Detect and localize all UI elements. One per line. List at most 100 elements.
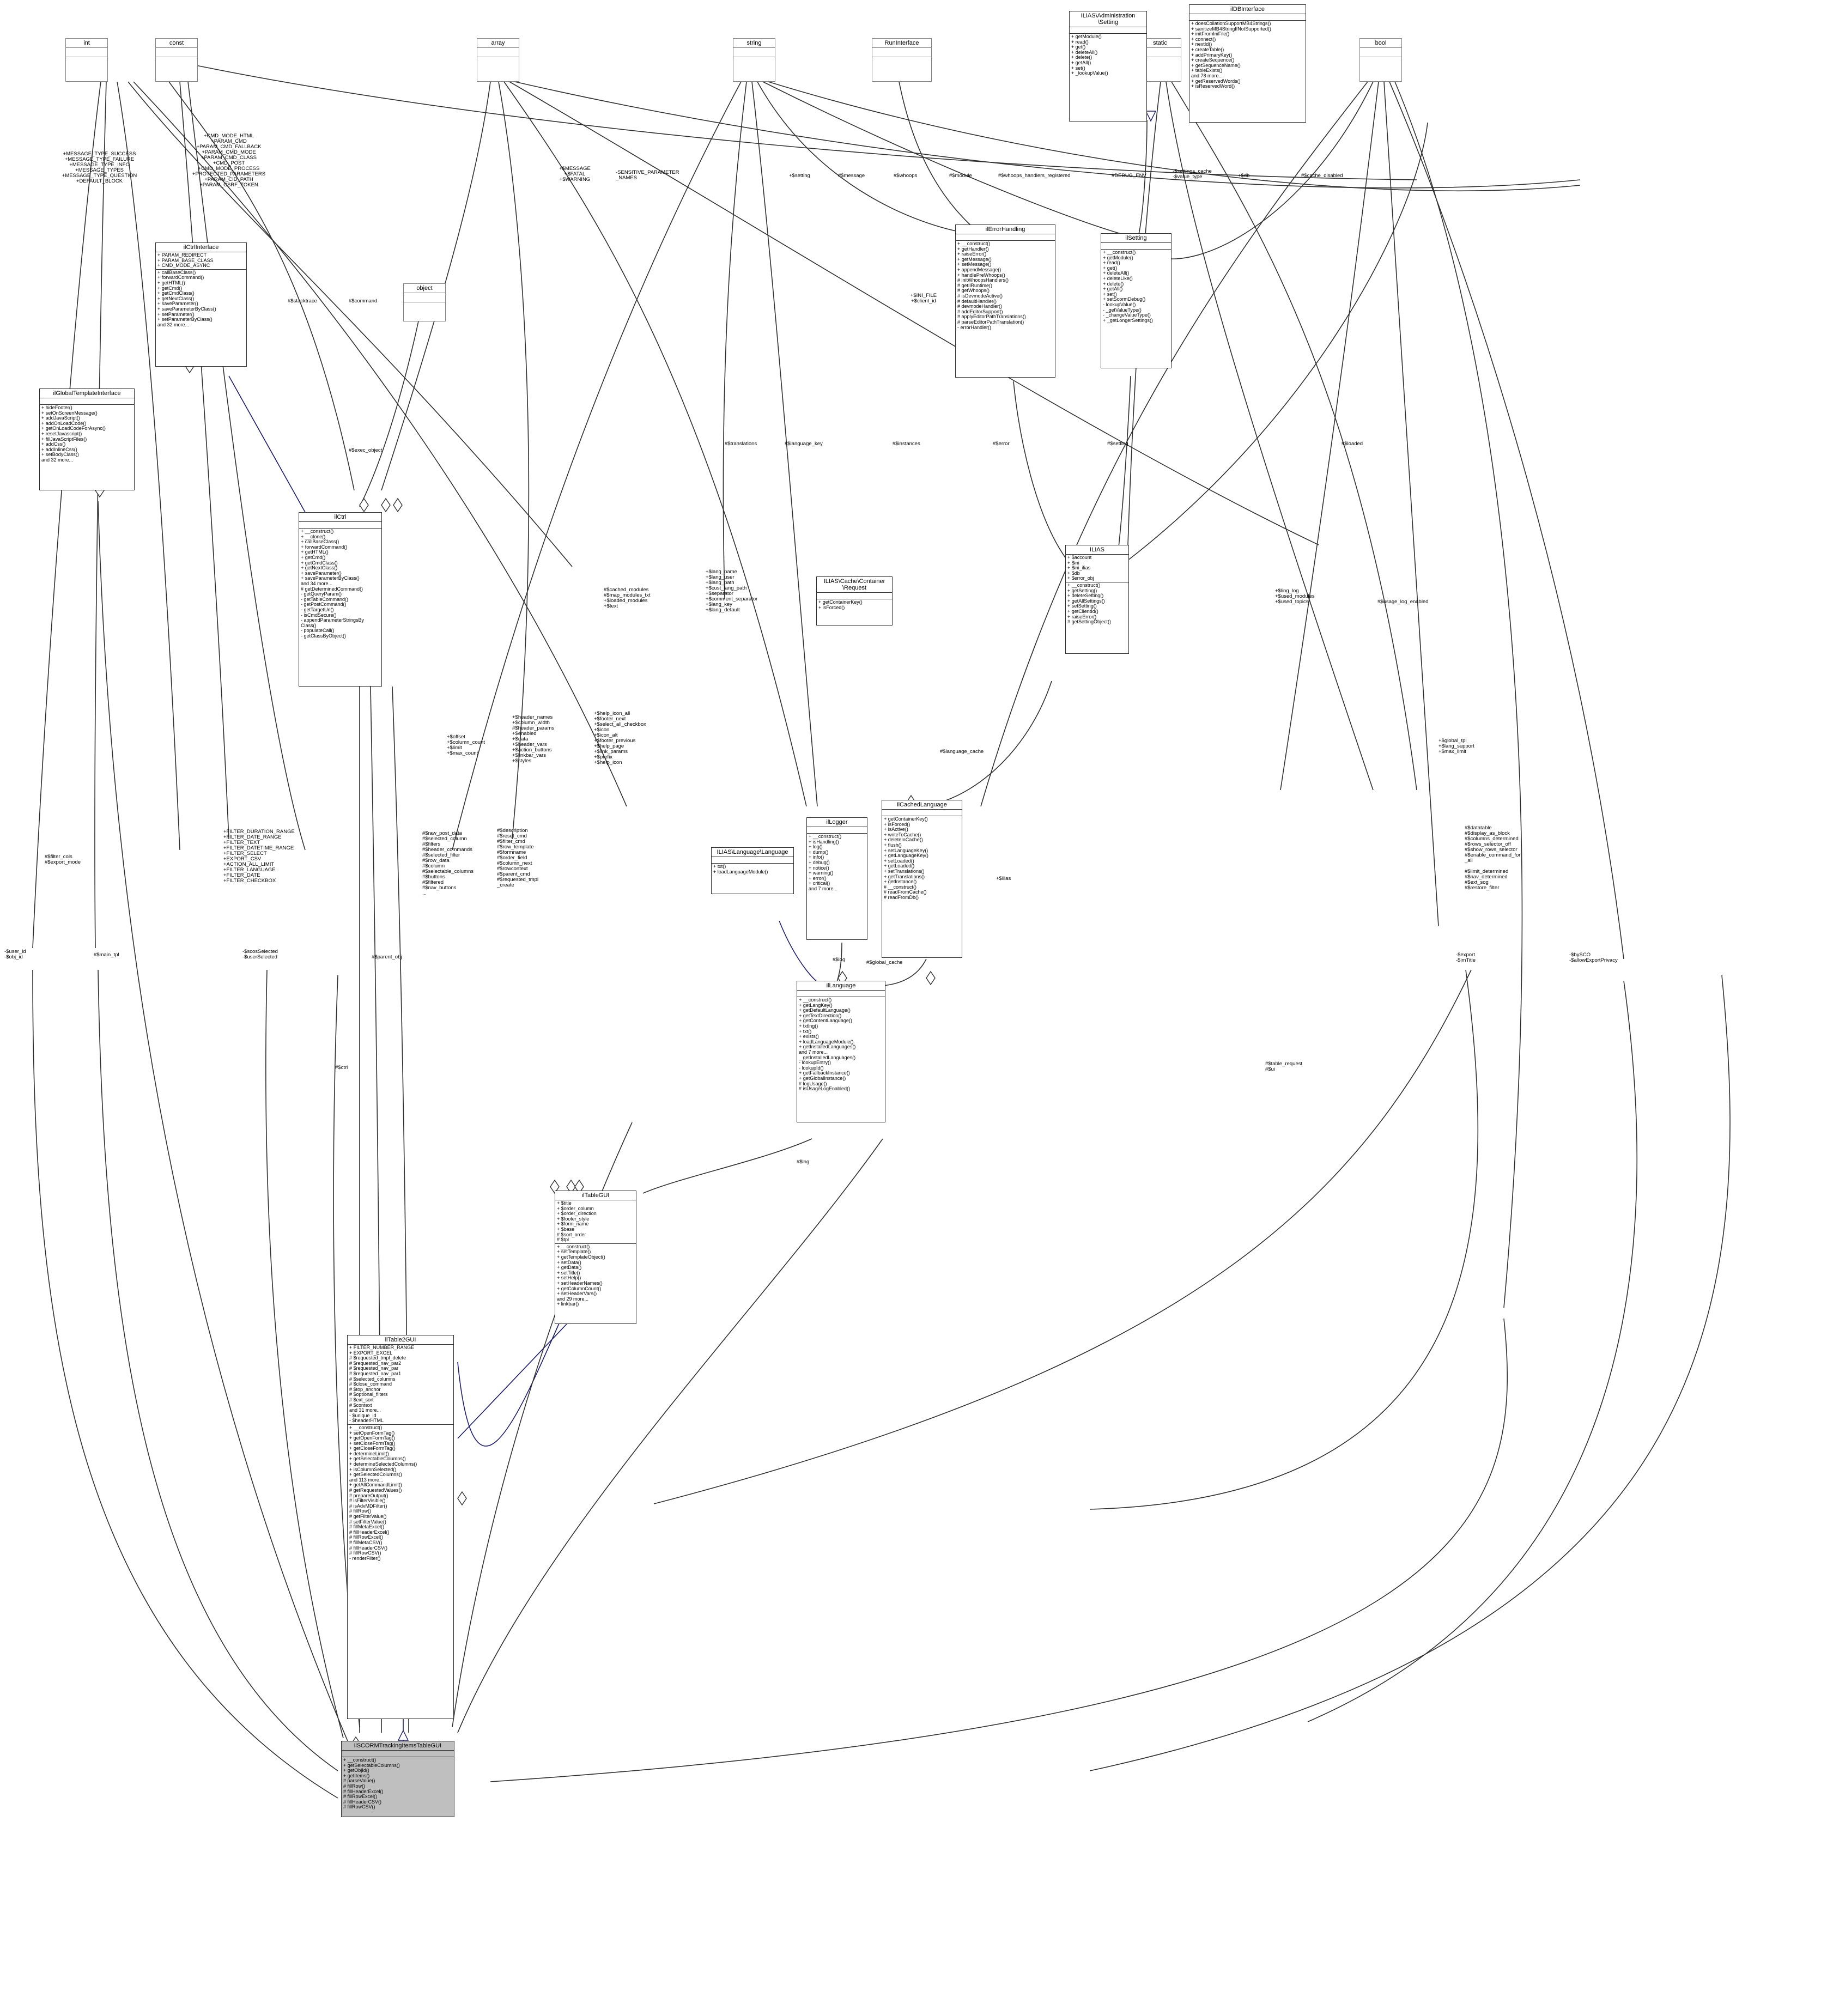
node-title: ilErrorHandling (956, 225, 1055, 234)
node-operations: + __construct() + getSelectableColumns()… (343, 1757, 400, 1810)
node-operations: + txt() + loadLanguageModule() (713, 864, 768, 875)
node-attributes (872, 48, 931, 57)
node-attributes (40, 398, 134, 405)
node-array: array (477, 38, 519, 82)
edge-label-debug-env: #DEBUG_ENV (1112, 173, 1146, 179)
node-title: ilCtrl (299, 513, 381, 522)
node-attributes: + FILTER_NUMBER_RANGE + EXPORT_EXCEL # $… (348, 1345, 453, 1425)
edge-label-instances: #$instances (893, 441, 920, 447)
node-operations: + getContainerKey() + isForced() (818, 599, 863, 610)
node-const: const (155, 38, 198, 82)
edge-label-lang-name: +$lang_name +$lang_user +$lang_path +$cu… (706, 569, 758, 613)
edge-label-by-sco: -$bySCO -$allowExportPrivacy (1569, 952, 1618, 963)
node-iltablegui: ilTableGUI + $title + $order_column + $o… (555, 1191, 636, 1324)
edge-label-log: #$log (833, 957, 846, 963)
node-ilglobaltemplateinterface: ilGlobalTemplateInterface + hideFooter()… (39, 388, 135, 490)
node-title: ilGlobalTemplateInterface (40, 389, 134, 398)
node-ilsetting: ilSetting + __construct() + getModule() … (1101, 233, 1171, 368)
node-operations (477, 57, 519, 66)
node-operations: + callBaseClass() + forwardCommand() + g… (157, 269, 216, 327)
node-title: ilTable2GUI (348, 1335, 453, 1345)
node-operations (66, 57, 107, 66)
node-attributes (817, 593, 892, 599)
edge-label-offset: +$offset +$column_count +$limit +$max_co… (447, 734, 485, 756)
edge-label-setting: +$setting (789, 173, 810, 179)
node-operations: + __construct() + getModule() + read() +… (1103, 250, 1153, 323)
node-ilias-administration-setting: ILIAS\Administration \Setting + getModul… (1069, 11, 1147, 122)
edge-label-usage-log-enabled: #$usage_log_enabled (1377, 599, 1429, 605)
edge-label-filter-consts: +FILTER_DURATION_RANGE +FILTER_DATE_RANG… (223, 829, 295, 884)
node-ilcachedlanguage: ilCachedLanguage + getContainerKey() + i… (882, 800, 962, 958)
edge-label-user-id: -$user_id -$obj_id (4, 949, 26, 960)
node-operations: + __construct() + isHandling() + log() +… (809, 834, 842, 891)
node-operations: + __construct() + getLangKey() + getDefa… (799, 997, 856, 1092)
edge-label-cmd-consts: +CMD_MODE_HTML +PARAM_CMD +PARAM_CMD_FAL… (192, 133, 266, 188)
node-title: string (733, 39, 775, 48)
node-title: static (1139, 39, 1181, 48)
edge-label-ling-log: +$ling_log +$used_modules +$used_topics (1275, 588, 1315, 605)
edge-label-header-names: +$header_names +$column_width #$header_p… (512, 714, 555, 764)
node-attributes (1360, 48, 1401, 57)
edge-label-ilias: +$ilias (996, 876, 1011, 882)
edge-label-message-types: +MESSAGE_TYPE_SUCCESS +MESSAGE_TYPE_FAIL… (62, 151, 137, 184)
node-title: ILIAS (1066, 545, 1128, 555)
node-operations (156, 57, 197, 66)
node-title: ILIAS\Cache\Container \Request (817, 577, 892, 593)
node-operations: + getContainerKey() + isForced() + isAct… (884, 816, 928, 900)
node-operations (1360, 57, 1401, 66)
node-ilias: ILIAS + $account + $ini + $ini_ilias + $… (1065, 545, 1129, 654)
node-attributes: + PARAM_REDIRECT + PARAM_BASE_CLASS + CM… (156, 252, 246, 270)
node-object: object (403, 283, 446, 321)
node-attributes (797, 991, 885, 997)
edge-label-scos-selected: -$scosSelected -$userSelected (242, 949, 278, 960)
edge-label-stacktrace: #$stacktrace (288, 298, 317, 304)
node-attributes (1101, 243, 1171, 250)
edge-label-module: #$module (949, 173, 972, 179)
node-title: object (404, 284, 445, 293)
node-illogger: ilLogger + __construct() + isHandling() … (806, 817, 867, 940)
node-attributes (299, 522, 381, 529)
node-illanguage: ilLanguage + __construct() + getLangKey(… (797, 981, 885, 1122)
edge-label-table-request: #$table_request #$ui (1265, 1061, 1303, 1072)
node-ilerrorhandling: ilErrorHandling + __construct() + getHan… (955, 224, 1055, 378)
node-operations (872, 57, 931, 66)
edge-label-datatable: #$datatable #$display_as_block #$columns… (1465, 825, 1521, 891)
node-attributes (807, 827, 867, 834)
node-title: ilCachedLanguage (882, 800, 962, 810)
edge-label-export: -$export -$imTitle (1456, 952, 1476, 963)
node-operations: + getModule() + read() + get() + deleteA… (1071, 34, 1108, 76)
node-ilscormtrackingitemstablegui: ilSCORMTrackingItemsTableGUI + __constru… (341, 1741, 454, 1817)
node-attributes: + $title + $order_column + $order_direct… (555, 1200, 636, 1244)
edge-label-cached-modules: #$cached_modules #$map_modules_txt +$loa… (604, 587, 651, 609)
node-title: ilLanguage (797, 981, 885, 991)
edge-label-ctrl: #$ctrl (335, 1065, 348, 1071)
node-title: ilTableGUI (555, 1191, 636, 1200)
edge-label-command: #$command (349, 298, 378, 304)
edge-label-error: #$error (993, 441, 1010, 447)
node-bool: bool (1359, 38, 1402, 82)
node-operations: + __construct() + getSetting() + deleteS… (1067, 582, 1112, 625)
edge-label-raw-post-data: #$raw_post_data #$selected_column #$filt… (422, 830, 474, 896)
edge-label-whoops-handlers-registered: #$whoops_handlers_registered (998, 173, 1071, 179)
node-title: ilSCORMTrackingItemsTableGUI (342, 1741, 454, 1751)
edge-label-cache-disabled: #$cache_disabled (1301, 173, 1343, 179)
node-title: ilDBInterface (1189, 5, 1306, 14)
edge-label-ini-file: +$INI_FILE +$client_id (910, 293, 937, 304)
node-attributes (882, 810, 962, 816)
node-ilias-cache-container-request: ILIAS\Cache\Container \Request + getCont… (816, 576, 893, 626)
edge-label-exec-object: #$exec_object (349, 447, 383, 453)
node-title: const (156, 39, 197, 48)
node-int: int (65, 38, 108, 82)
node-ilias-language-language: ILIAS\Language\Language + txt() + loadLa… (711, 847, 794, 894)
edge-label-help-icon: +$help_icon_all +$footer_next +$select_a… (594, 711, 646, 766)
node-ilctrl: ilCtrl + __construct() + __clone() + cal… (299, 512, 382, 687)
edge-label-loaded: #$loaded (1342, 441, 1363, 447)
node-operations: + __construct() + __clone() + callBaseCl… (301, 529, 365, 639)
node-iltable2gui: ilTable2GUI + FILTER_NUMBER_RANGE + EXPO… (347, 1335, 454, 1719)
edge-label-parent-obj: #$parent_obj (372, 954, 402, 960)
node-operations: + doesCollationSupportMB4Strings() + san… (1191, 21, 1271, 89)
node-attributes (404, 293, 445, 302)
node-attributes (956, 234, 1055, 241)
node-attributes: + $account + $ini + $ini_ilias + $db + $… (1066, 555, 1128, 582)
node-title: ILIAS\Language\Language (712, 848, 793, 857)
